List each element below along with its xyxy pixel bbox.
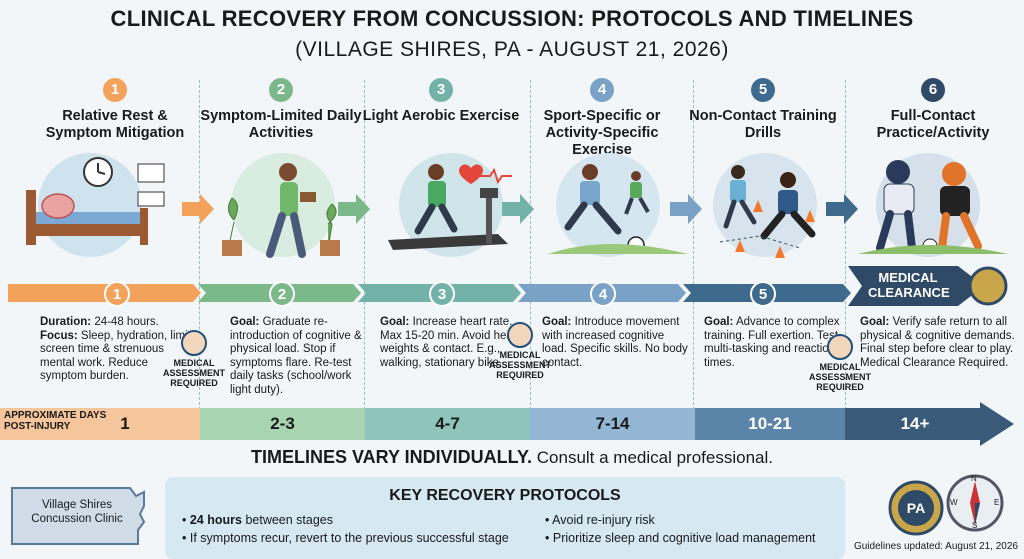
stage-6-days: 14+ xyxy=(900,414,930,433)
stage-number: 5 xyxy=(751,78,775,102)
protocol-item: • 24 hours between stages xyxy=(182,513,334,527)
doctor-icon xyxy=(827,334,853,360)
stage-1-days: 1 xyxy=(120,414,130,433)
stage-3-goal: Goal: Increase heart rate. Max 15-20 min… xyxy=(380,316,525,369)
stage-2-days: 2-3 xyxy=(270,414,295,433)
protocol-item: • If symptoms recur, revert to the previ… xyxy=(182,531,509,545)
stage-6-goal: Goal: Verify safe return to all physical… xyxy=(860,316,1015,369)
medical-assessment-badge: MEDICAL ASSESSMENT REQUIRED xyxy=(806,334,874,392)
medical-assessment-badge: MEDICAL ASSESSMENT REQUIRED xyxy=(160,330,228,388)
stage-band-number: 5 xyxy=(750,281,776,307)
stage-number: 4 xyxy=(590,78,614,102)
page-subtitle: (VILLAGE SHIRES, PA - AUGUST 21, 2026) xyxy=(295,38,729,61)
stage-band-number: 3 xyxy=(429,281,455,307)
stage-title: Full-Contact Practice/Activity xyxy=(876,108,990,141)
walking-person-illustration xyxy=(222,153,340,258)
stage-title: Symptom-Limited Daily Activities xyxy=(200,108,362,141)
cone-drills-illustration xyxy=(713,153,817,258)
stage-divider xyxy=(364,80,365,410)
stage-title: Sport-Specific or Activity-Specific Exer… xyxy=(543,108,661,158)
treadmill-illustration xyxy=(388,153,512,257)
doctor-icon xyxy=(181,330,207,356)
key-protocols-heading: KEY RECOVERY PROTOCOLS xyxy=(389,487,621,504)
compass-e: E xyxy=(994,498,1000,507)
days-axis-label: APPROXIMATE DAYS POST-INJURY xyxy=(4,410,107,432)
pa-seal-label: PA xyxy=(906,500,926,516)
stage-divider xyxy=(693,80,694,410)
stage-title: Light Aerobic Exercise xyxy=(362,108,520,124)
stage-5-header: 5 Non-Contact Training Drills xyxy=(678,78,848,162)
page-title: CLINICAL RECOVERY FROM CONCUSSION: PROTO… xyxy=(110,6,914,31)
arrow-right-icon xyxy=(338,194,370,224)
timeline-warning: TIMELINES VARY INDIVIDUALLY. Consult a m… xyxy=(250,447,773,467)
arrow-right-icon xyxy=(502,194,534,224)
stage-2-goal: Goal: Graduate re-introduction of cognit… xyxy=(230,316,362,396)
pa-seal-icon xyxy=(888,480,944,536)
bed-rest-illustration xyxy=(26,153,165,257)
soccer-players-illustration xyxy=(548,153,688,257)
protocol-item: • Avoid re-injury risk xyxy=(545,513,655,527)
stage-number: 2 xyxy=(269,78,293,102)
stage-5-days: 10-21 xyxy=(748,414,792,433)
protocol-item: • Prioritize sleep and cognitive load ma… xyxy=(545,531,816,545)
compass-s: S xyxy=(972,521,978,530)
pennsylvania-map-icon xyxy=(11,487,146,545)
medical-assessment-badge: MEDICAL ASSESSMENT REQUIRED xyxy=(486,322,554,380)
compass-icon xyxy=(946,474,1004,532)
tackle-illustration xyxy=(858,153,1008,257)
arrow-right-icon xyxy=(826,194,858,224)
stage-number: 3 xyxy=(429,78,453,102)
stage-band-number: 2 xyxy=(269,281,295,307)
stage-band-number: 1 xyxy=(104,281,130,307)
compass-n: N xyxy=(971,474,977,483)
arrow-right-icon xyxy=(670,194,702,224)
days-timeline-arrow xyxy=(0,402,1014,446)
medical-clearance-label: MEDICAL CLEARANCE xyxy=(868,270,950,300)
stage-number: 1 xyxy=(103,78,127,102)
stage-divider xyxy=(530,80,531,410)
footer-updated: Guidelines updated: August 21, 2026 xyxy=(853,541,1018,552)
medical-clearance-banner xyxy=(848,266,1008,306)
doctor-icon xyxy=(507,322,533,348)
stage-1-header: 1 Relative Rest & Symptom Mitigation xyxy=(30,78,200,162)
clinic-name: Village Shires Concussion Clinic xyxy=(31,499,123,525)
stage-2-header: 2 Symptom-Limited Daily Activities xyxy=(196,78,366,162)
stage-divider xyxy=(845,80,846,410)
stage-divider xyxy=(199,80,200,410)
stage-title: Relative Rest & Symptom Mitigation xyxy=(45,108,185,141)
stage-4-days: 7-14 xyxy=(595,414,630,433)
stage-number: 6 xyxy=(921,78,945,102)
arrow-right-icon xyxy=(182,194,214,224)
stage-title: Non-Contact Training Drills xyxy=(689,108,837,141)
stage-6-header: 6 Full-Contact Practice/Activity xyxy=(848,78,1018,162)
stage-5-goal: Goal: Advance to complex training. Full … xyxy=(704,316,840,369)
stage-3-days: 4-7 xyxy=(435,414,460,433)
compass-w: W xyxy=(950,498,958,507)
stage-1-goal: Duration: 24-48 hours. Focus: Sleep, hyd… xyxy=(40,316,191,382)
stage-4-header: 4 Sport-Specific or Activity-Specific Ex… xyxy=(517,78,687,162)
stage-4-goal: Goal: Introduce movement with increased … xyxy=(542,316,688,369)
stage-3-header: 3 Light Aerobic Exercise xyxy=(356,78,526,162)
stage-band-number: 4 xyxy=(590,281,616,307)
key-protocols-panel xyxy=(165,477,845,559)
